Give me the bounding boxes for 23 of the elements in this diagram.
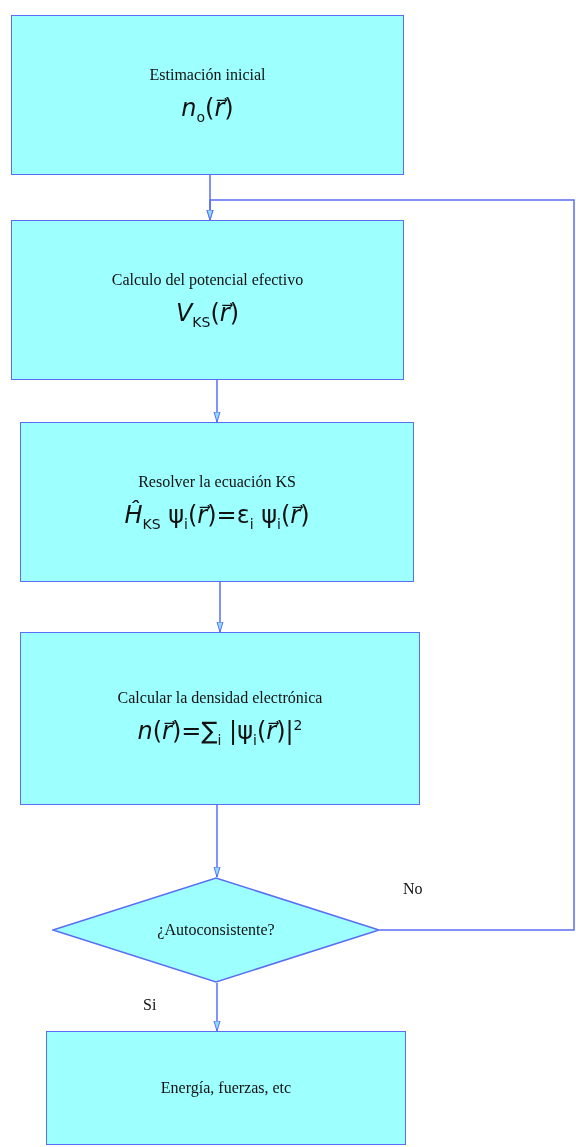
arrow <box>213 804 221 878</box>
step-label: Energía, fuerzas, etc <box>160 1079 292 1097</box>
edge-label: No <box>403 880 423 898</box>
formula: Ĥ$_{KS}$ ψ$_{i}$(r⃗)=ε$_{i}$ ψ$_{i}$(r⃗) <box>124 500 310 532</box>
process-box <box>46 1031 406 1145</box>
step-label: Estimación inicial <box>149 65 266 84</box>
arrow <box>206 199 575 931</box>
edge-label: Si <box>143 996 157 1014</box>
process-box <box>20 632 420 805</box>
formula: V$_{KS}$(r⃗) <box>175 298 240 330</box>
process-box <box>11 15 404 175</box>
process-box <box>20 422 414 582</box>
arrow <box>216 581 224 633</box>
decision-diamond <box>52 877 380 983</box>
step-label: Calcular la densidad electrónica <box>117 689 323 708</box>
step-label: Resolver la ecuación KS <box>138 472 296 491</box>
formula: n(r⃗)=∑$_{i}$ |ψ$_{i}$(r⃗)|$^{2}$ <box>137 717 303 748</box>
arrow <box>213 379 221 423</box>
step-label: Calculo del potencial efectivo <box>111 270 304 289</box>
step-label: ¿Autoconsistente? <box>157 921 275 939</box>
formula: n$_{o}$(r⃗) <box>181 93 234 125</box>
arrow <box>213 982 221 1032</box>
process-box <box>11 220 404 380</box>
